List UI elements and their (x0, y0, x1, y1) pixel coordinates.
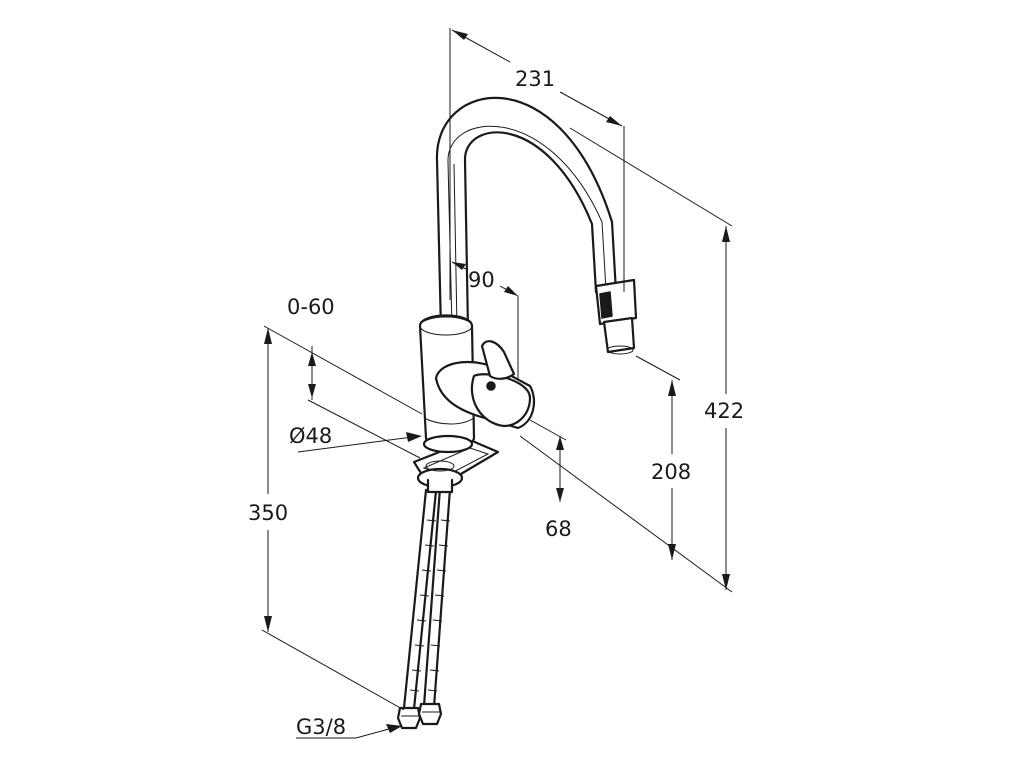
lever-handle (434, 340, 536, 430)
hose-connectors (396, 702, 443, 730)
dim-label-adjust-range: 0-60 (287, 295, 335, 319)
dim-label-lever-height: 68 (545, 517, 572, 541)
dim-label-connection: G3/8 (296, 715, 346, 739)
dimension-lines (261, 28, 733, 739)
dim-label-rotation: 90 (468, 268, 495, 292)
dim-label-hose-length: 350 (248, 501, 288, 525)
dim-label-reach: 231 (515, 67, 555, 91)
supply-hoses (402, 486, 452, 711)
dim-label-total-height: 422 (704, 399, 744, 423)
gooseneck-spout (435, 96, 618, 332)
dim-label-outlet-height: 208 (651, 460, 691, 484)
dim-label-base-diameter: Ø48 (289, 424, 332, 448)
aerator (594, 278, 638, 355)
